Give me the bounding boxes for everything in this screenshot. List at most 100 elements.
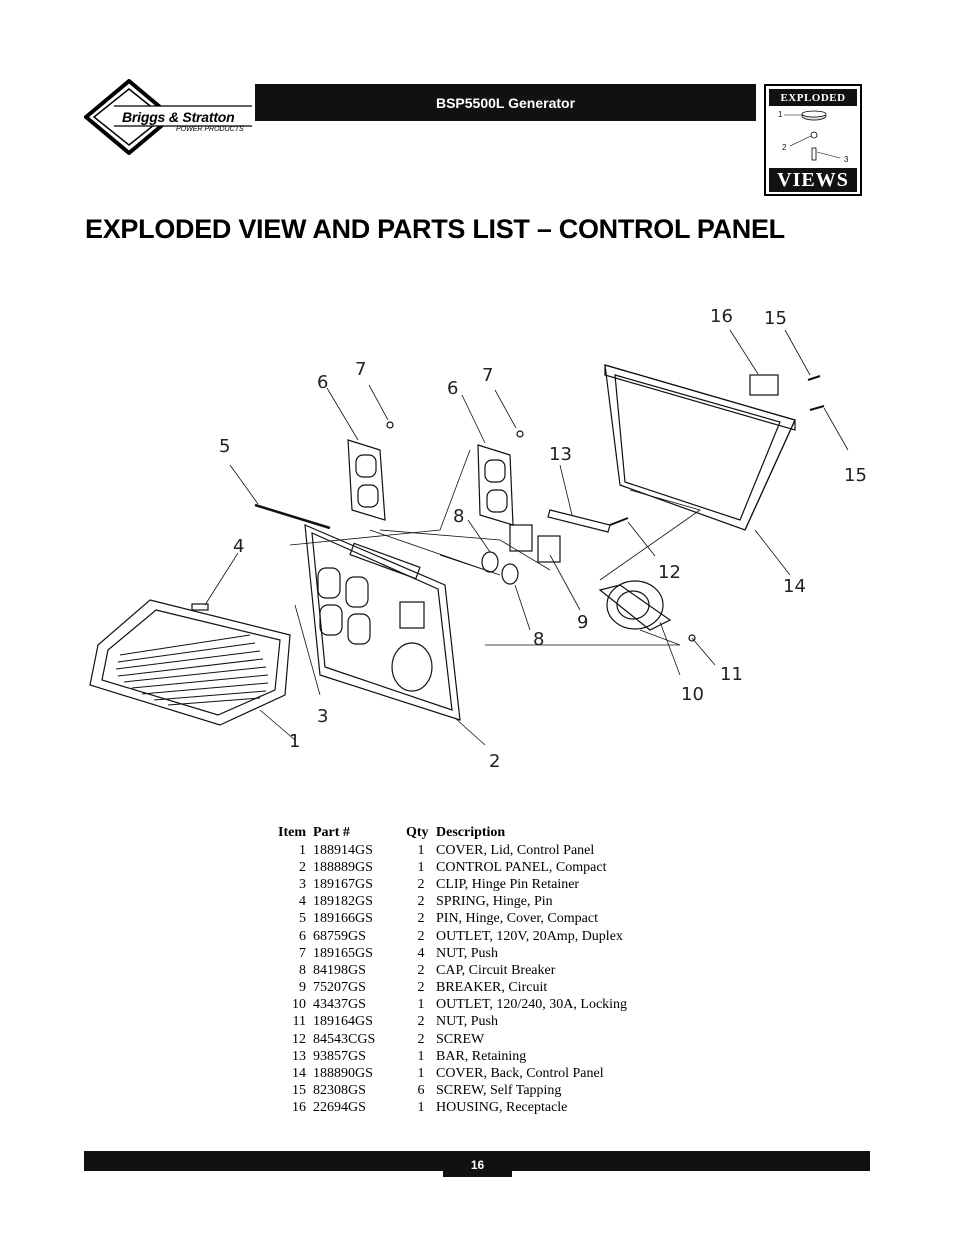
table-row: 15 82308GS 6 SCREW, Self Tapping	[266, 1082, 627, 1099]
row-item: 11	[292, 1014, 306, 1030]
page-title: EXPLODED VIEW AND PARTS LIST – CONTROL P…	[85, 214, 785, 244]
duplex-outlet-left	[347, 439, 386, 521]
push-nut-left	[386, 421, 394, 429]
header-item: Item	[278, 824, 306, 840]
table-row: 9 75207GS 2 BREAKER, Circuit	[266, 979, 627, 996]
row-qty: 2	[417, 980, 425, 996]
row-description: BREAKER, Circuit	[436, 980, 548, 996]
parts-list: Item Part # Qty Description 1 188914GS 1 CO…	[266, 824, 627, 1117]
row-description: CLIP, Hinge Pin Retainer	[436, 876, 580, 892]
callout-15a: 15	[764, 308, 787, 329]
parts-table: Item Part # Qty Description 1 188914GS 1 CO…	[266, 824, 627, 1117]
row-item: 14	[292, 1066, 306, 1082]
callout-8a: 8	[453, 506, 464, 527]
breaker-part-1	[509, 524, 533, 552]
row-qty: 1	[417, 1066, 425, 1082]
row-part-number: 189167GS	[313, 876, 373, 892]
row-description: CONTROL PANEL, Compact	[436, 859, 607, 875]
row-qty: 2	[417, 962, 425, 978]
badge-bottom-label: VIEWS	[769, 168, 857, 192]
exploded-views-badge: EXPLODED 1 2 3 VIEWS	[764, 84, 862, 196]
row-item: 12	[292, 1031, 306, 1047]
row-description: PIN, Hinge, Cover, Compact	[436, 911, 598, 927]
callout-14: 14	[783, 576, 806, 597]
receptacle-housing-part	[749, 374, 779, 396]
locking-outlet-part	[598, 580, 672, 631]
row-description: COVER, Lid, Control Panel	[436, 842, 595, 858]
callout-6a: 6	[317, 372, 328, 393]
row-item: 6	[299, 928, 306, 944]
callout-10: 10	[681, 684, 704, 705]
callout-6b: 6	[447, 378, 458, 399]
table-row: 16 22694GS 1 HOUSING, Receptacle	[266, 1099, 627, 1116]
briggs-stratton-logo: Briggs & Stratton POWER PRODUCTS	[82, 78, 256, 156]
header-bar: BSP5500L Generator	[255, 84, 756, 121]
row-qty: 2	[417, 1014, 425, 1030]
row-part-number: 189164GS	[313, 1014, 373, 1030]
page-number: 16	[443, 1153, 512, 1177]
row-item: 15	[292, 1083, 306, 1099]
row-part-number: 68759GS	[313, 928, 366, 944]
exploded-view-diagram: 1 2 3 4 5 6 7 6 7 8 8 9 10 11 12 13 14 1…	[89, 306, 867, 772]
row-part-number: 188914GS	[313, 842, 373, 858]
row-part-number: 189166GS	[313, 911, 373, 927]
callout-4: 4	[233, 536, 244, 557]
row-item: 9	[299, 980, 306, 996]
callout-15b: 15	[844, 465, 867, 486]
header-description: Description	[436, 824, 506, 840]
row-qty: 2	[417, 1031, 425, 1047]
table-row: 8 84198GS 2 CAP, Circuit Breaker	[266, 962, 627, 979]
header-qty: Qty	[406, 824, 429, 840]
row-qty: 6	[417, 1083, 425, 1099]
lid-cover-part	[89, 599, 291, 726]
row-part-number: 84198GS	[313, 962, 366, 978]
row-part-number: 84543CGS	[313, 1031, 376, 1047]
back-cover-part	[604, 364, 796, 531]
header-part: Part #	[313, 824, 350, 840]
retaining-bar-part	[547, 509, 611, 533]
control-panel-part	[304, 524, 461, 721]
row-item: 16	[292, 1100, 306, 1116]
callout-16: 16	[710, 306, 733, 327]
row-qty: 2	[417, 911, 425, 927]
row-item: 8	[299, 962, 306, 978]
push-nut-lower	[688, 634, 696, 642]
row-description: SCREW, Self Tapping	[436, 1083, 562, 1099]
badge-top-label: EXPLODED	[769, 89, 857, 106]
breaker-part-2	[537, 535, 561, 563]
row-qty: 2	[417, 876, 425, 892]
row-description: CAP, Circuit Breaker	[436, 962, 556, 978]
callout-7a: 7	[355, 359, 366, 380]
row-description: BAR, Retaining	[436, 1048, 527, 1064]
row-qty: 1	[417, 997, 425, 1013]
row-description: HOUSING, Receptacle	[436, 1100, 568, 1116]
row-qty: 2	[417, 928, 425, 944]
row-qty: 4	[417, 945, 425, 961]
row-part-number: 188890GS	[313, 1066, 373, 1082]
row-qty: 1	[417, 1100, 425, 1116]
model-name: BSP5500L Generator	[435, 94, 576, 111]
table-row: 11 189164GS 2 NUT, Push	[266, 1013, 627, 1030]
row-qty: 1	[417, 859, 425, 875]
callout-2: 2	[489, 751, 500, 772]
hinge-pin-part	[254, 503, 331, 530]
row-item: 4	[299, 894, 306, 910]
row-part-number: 22694GS	[313, 1100, 366, 1116]
logo-subtext: POWER PRODUCTS	[176, 126, 244, 133]
row-part-number: 82308GS	[313, 1083, 366, 1099]
callout-7b: 7	[482, 365, 493, 386]
row-description: NUT, Push	[436, 945, 498, 961]
row-description: NUT, Push	[436, 1014, 498, 1030]
row-part-number: 75207GS	[313, 980, 366, 996]
row-part-number: 189165GS	[313, 945, 373, 961]
callout-3: 3	[317, 706, 328, 727]
callout-9: 9	[577, 612, 588, 633]
row-part-number: 93857GS	[313, 1048, 366, 1064]
